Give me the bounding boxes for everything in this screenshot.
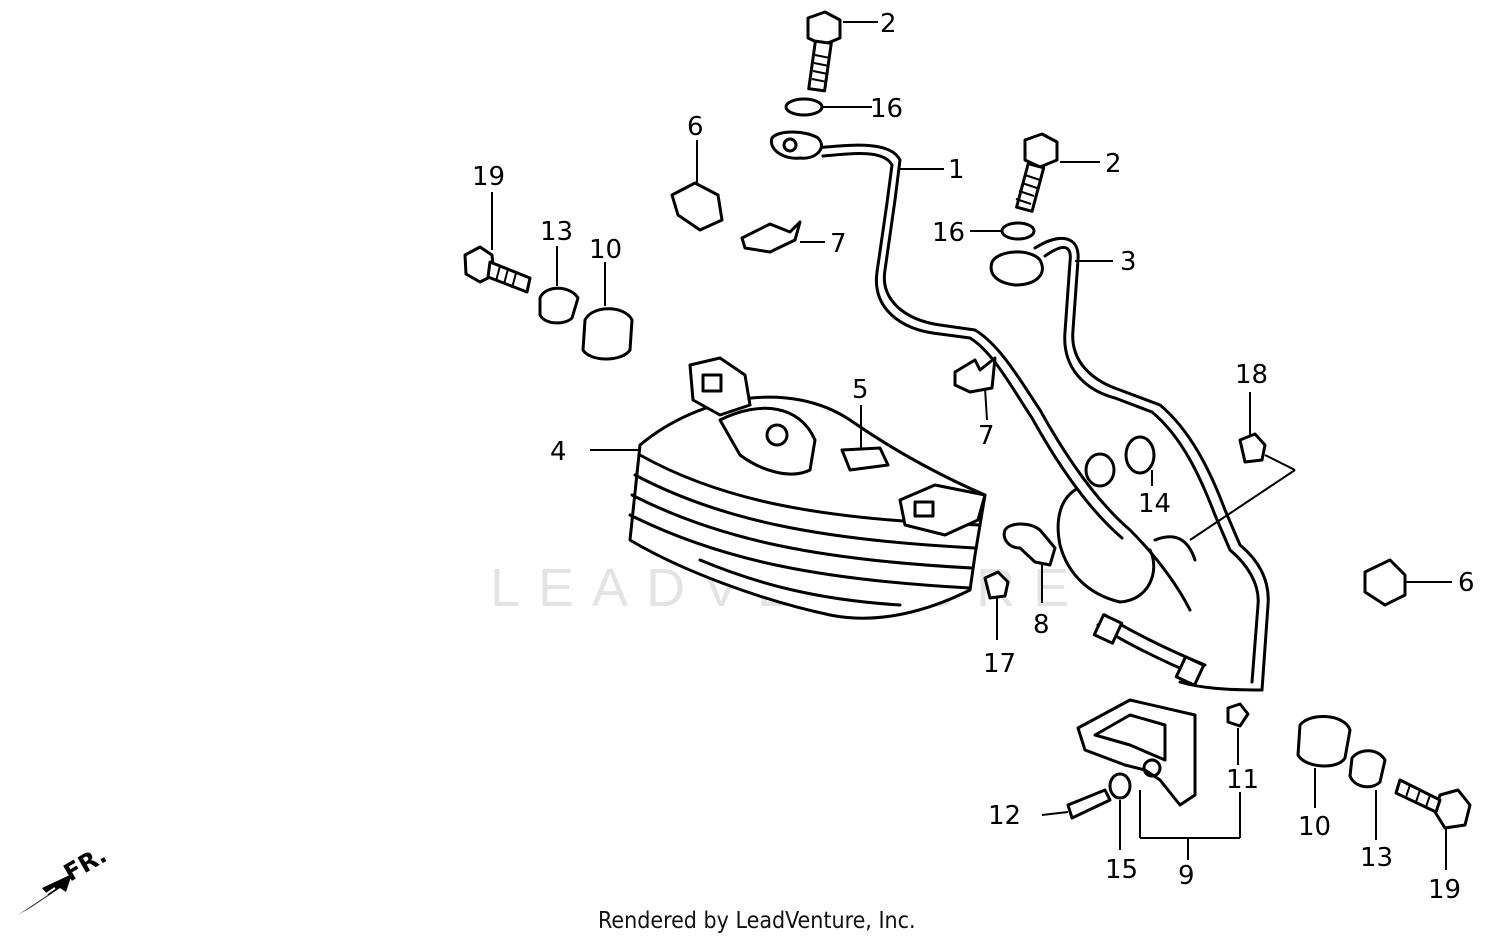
callout-1: 1 bbox=[948, 155, 965, 185]
callout-3: 3 bbox=[1120, 247, 1137, 277]
callout-6b: 6 bbox=[1458, 568, 1475, 598]
part-clamp-7a bbox=[740, 220, 802, 254]
part-hose bbox=[1092, 613, 1207, 687]
part-oil-pipes bbox=[769, 130, 1270, 692]
callout-16a: 16 bbox=[870, 94, 903, 124]
callout-18: 18 bbox=[1235, 360, 1268, 390]
part-grommet-6b bbox=[1363, 558, 1407, 607]
callout-15: 15 bbox=[1105, 855, 1138, 885]
part-clamp-7b bbox=[953, 356, 997, 394]
part-bolt-19b bbox=[1394, 778, 1472, 830]
callout-8: 8 bbox=[1033, 610, 1050, 640]
part-washer-16a bbox=[784, 97, 824, 117]
callout-13a: 13 bbox=[540, 217, 573, 247]
callout-10a: 10 bbox=[589, 235, 622, 265]
callout-7b: 7 bbox=[978, 421, 995, 451]
callout-2b: 2 bbox=[1105, 149, 1122, 179]
part-washer-16b bbox=[1000, 221, 1036, 241]
footer-credit: Rendered by LeadVenture, Inc. bbox=[598, 908, 916, 934]
callout-10b: 10 bbox=[1298, 812, 1331, 842]
callout-17: 17 bbox=[983, 649, 1016, 679]
callout-7a: 7 bbox=[830, 229, 847, 259]
part-bolt-19a bbox=[463, 245, 532, 294]
part-stay-8 bbox=[1002, 522, 1057, 567]
part-collar-14 bbox=[1124, 435, 1156, 475]
callout-12: 12 bbox=[988, 801, 1021, 831]
part-bolt-17 bbox=[983, 570, 1010, 600]
callout-14: 14 bbox=[1138, 489, 1171, 519]
callout-16b: 16 bbox=[932, 218, 965, 248]
callout-11: 11 bbox=[1226, 765, 1259, 795]
part-rubber-10b bbox=[1296, 714, 1352, 768]
callout-13b: 13 bbox=[1360, 843, 1393, 873]
callout-2a: 2 bbox=[880, 9, 897, 39]
callout-6a: 6 bbox=[687, 112, 704, 142]
part-bolt-18 bbox=[1238, 432, 1267, 464]
part-grommet-6a bbox=[670, 181, 724, 232]
part-bolt-2a bbox=[806, 10, 842, 93]
part-washer-15 bbox=[1108, 772, 1132, 800]
part-collar-13b bbox=[1348, 749, 1387, 789]
part-nut-11 bbox=[1226, 702, 1250, 728]
callout-19b: 19 bbox=[1428, 875, 1461, 905]
part-fitting bbox=[1084, 452, 1116, 488]
part-bracket-9 bbox=[1076, 698, 1197, 807]
part-collar-13a bbox=[538, 286, 580, 325]
callout-19a: 19 bbox=[472, 162, 505, 192]
part-rubber-10a bbox=[581, 307, 634, 361]
front-direction-arrow: FR. bbox=[18, 841, 111, 915]
part-bolt-2b bbox=[1015, 132, 1059, 213]
part-oil-cooler bbox=[628, 356, 987, 620]
part-screw-12 bbox=[1066, 788, 1112, 820]
callout-9: 9 bbox=[1178, 861, 1195, 891]
callout-5: 5 bbox=[852, 375, 869, 405]
callout-4: 4 bbox=[550, 437, 567, 467]
leader-lines bbox=[491, 21, 1452, 870]
part-collar-5 bbox=[840, 446, 890, 472]
